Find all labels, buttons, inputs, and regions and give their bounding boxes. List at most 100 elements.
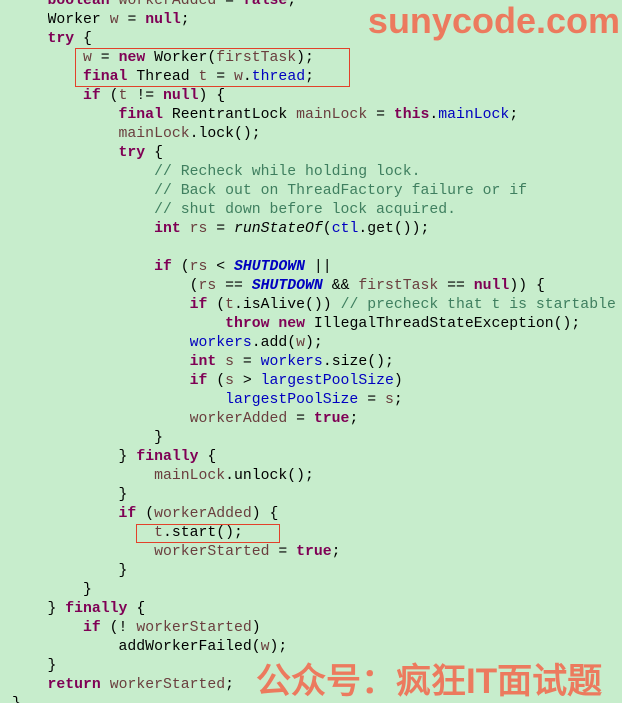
code-token: ); (296, 49, 314, 66)
code-token (181, 220, 190, 239)
keyword-token: true (313, 410, 350, 427)
variable-token: firstTask (358, 277, 439, 294)
code-line: if (! workerStarted) (0, 619, 622, 638)
code-token: ( (322, 220, 332, 237)
code-token: ) { (251, 505, 279, 522)
code-token: .add( (251, 334, 297, 351)
keyword-token: true (296, 543, 332, 560)
code-token: == (438, 277, 474, 294)
field-token: ctl (331, 220, 359, 237)
code-token: .unlock(); (225, 467, 314, 484)
code-token: . (429, 106, 439, 123)
code-token: ); (269, 638, 288, 655)
code-token: ; (287, 0, 297, 9)
code-line: try { (0, 144, 622, 163)
field-token: workers (260, 353, 323, 370)
code-token: = (234, 353, 261, 370)
variable-token: w (260, 638, 270, 655)
variable-token: rs (189, 258, 208, 275)
code-token: ( (136, 505, 155, 522)
code-token: Thread (127, 68, 199, 85)
code-token: ( (171, 258, 190, 275)
code-token: .get()); (358, 220, 430, 237)
code-token: } (47, 600, 66, 617)
variable-token: mainLock (296, 106, 368, 123)
code-line: workers.add(w); (0, 334, 622, 353)
code-token: } (12, 695, 21, 703)
code-line: } (0, 486, 622, 505)
code-token: ) { (198, 87, 226, 104)
keyword-token: if (154, 258, 172, 275)
code-line: if (workerAdded) { (0, 505, 622, 524)
keyword-token: finally (136, 448, 199, 465)
keyword-token: null (145, 11, 181, 28)
variable-token: t (118, 87, 128, 104)
code-token (101, 676, 110, 695)
code-token: ( (207, 372, 226, 389)
code-token: || (305, 258, 332, 275)
keyword-token: return (47, 676, 101, 693)
keyword-token: try (118, 144, 146, 161)
code-line: workerAdded = true; (0, 410, 622, 429)
code-line: // Back out on ThreadFactory failure or … (0, 182, 622, 201)
comment-token: // precheck that t is startable (340, 296, 616, 313)
variable-token: firstTask (216, 49, 297, 66)
keyword-token: if (83, 619, 101, 636)
field-token: workers (189, 334, 252, 351)
variable-token: rs (198, 277, 217, 294)
code-line: mainLock.lock(); (0, 125, 622, 144)
code-line: if (t.isAlive()) // precheck that t is s… (0, 296, 622, 315)
keyword-token: int (189, 353, 217, 370)
variable-token: rs (189, 220, 208, 237)
code-line: workerStarted = true; (0, 543, 622, 562)
keyword-token: this (393, 106, 430, 123)
keyword-token: null (473, 277, 510, 294)
code-token: )) { (509, 277, 545, 294)
code-token: { (127, 600, 146, 617)
code-token: } (154, 429, 163, 446)
code-token: = (358, 391, 385, 408)
code-token: > (234, 372, 261, 389)
code-line: } (0, 695, 622, 703)
code-line: throw new IllegalThreadStateException(); (0, 315, 622, 334)
code-line: if (t != null) { (0, 87, 622, 106)
code-token: .start(); (162, 524, 243, 541)
code-line: largestPoolSize = s; (0, 391, 622, 410)
code-token: Worker (47, 11, 110, 28)
code-line: } (0, 581, 622, 600)
code-token: .size(); (322, 353, 394, 370)
code-line: Worker w = null; (0, 11, 622, 30)
static-method-token: runStateOf (234, 220, 323, 237)
variable-token: t (225, 296, 234, 313)
field-token: mainLock (438, 106, 510, 123)
code-token: = (91, 49, 119, 66)
code-line: return workerStarted; (0, 676, 622, 695)
code-token: = (216, 0, 243, 9)
code-token (110, 0, 119, 11)
field-token: largestPoolSize (225, 391, 359, 408)
code-token: ; (349, 410, 359, 427)
code-line: w = new Worker(firstTask); (0, 49, 622, 68)
code-token: ; (305, 68, 314, 85)
variable-token: workerStarted (136, 619, 252, 636)
code-line: // Recheck while holding lock. (0, 163, 622, 182)
code-line: t.start(); (0, 524, 622, 543)
code-token: } (47, 657, 57, 674)
keyword-token: final (118, 106, 163, 123)
code-token: Worker( (145, 49, 217, 66)
code-line: mainLock.unlock(); (0, 467, 622, 486)
code-token: = (207, 220, 234, 237)
keyword-token: if (189, 296, 208, 313)
keyword-token: if (83, 87, 101, 104)
keyword-token: final (83, 68, 128, 85)
variable-token: mainLock (154, 467, 226, 484)
code-token: && (322, 277, 359, 294)
keyword-token: null (162, 87, 199, 104)
code-line: if (rs < SHUTDOWN || (0, 258, 622, 277)
constant-token: SHUTDOWN (251, 277, 323, 294)
field-token: thread (251, 68, 306, 85)
keyword-token: new (278, 315, 306, 332)
code-token: = (118, 11, 146, 28)
